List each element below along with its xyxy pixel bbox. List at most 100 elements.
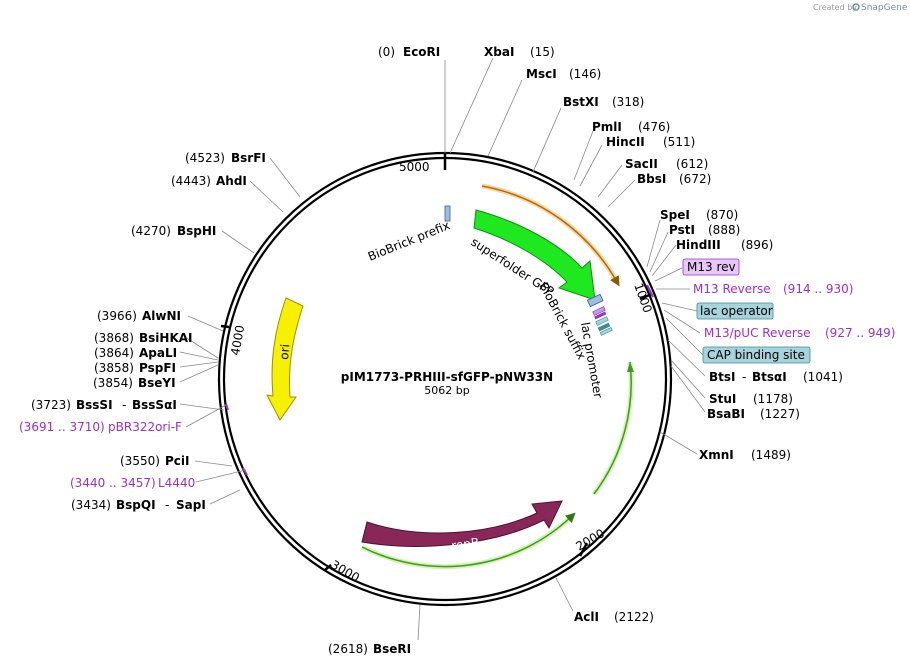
site-btsi[interactable]: BtsI [709,370,736,384]
primer-pbr322ori-f[interactable]: pBR322ori-F [108,420,182,434]
site-bsihkai[interactable]: BsiHKAI [139,331,193,345]
site-bsrfi-pos: (4523) [185,151,225,165]
site-bstxi[interactable]: BstXI [563,95,599,109]
site-bspqi[interactable]: BspQI [116,498,156,512]
plasmid-name: pIM1773-PRHIII-sfGFP-pNW33N [341,370,553,384]
biobrick-prefix-label: BioBrick prefix [366,218,452,264]
site-beseri-pos: (2618) [328,642,368,656]
site-hincii-pos: (511) [663,135,695,149]
site-bsssi-dash: - [122,398,126,412]
site-bspqi-dash: - [165,498,169,512]
site-bsrfi[interactable]: BsrFI [231,151,266,165]
primer-l4440[interactable]: L4440 [158,476,195,490]
primer-pbr322ori-f-range: (3691 .. 3710) [19,420,105,434]
site-hincii[interactable]: HincII [606,135,645,149]
site-ahdi-pos: (4443) [171,174,211,188]
tick-3000 [324,564,332,571]
site-pmli-pos: (476) [638,120,670,134]
ori-arrow[interactable] [266,297,304,421]
site-pspfi[interactable]: PspFI [139,361,176,375]
repb-track-line-bottom [361,512,576,568]
site-psti[interactable]: PstI [669,223,695,237]
tick-label-2000: 2000 [574,526,607,553]
site-bsihkai-pos: (3868) [94,331,134,345]
site-apali[interactable]: ApaLI [139,346,177,360]
site-bseyi-pos: (3854) [93,376,133,390]
primer-mark-block [594,311,607,320]
site-stui-pos: (1178) [753,392,793,406]
site-bseyi[interactable]: BseYI [138,376,176,390]
tick-4000 [220,324,230,329]
m13-rev-box[interactable] [682,258,740,276]
site-sapi[interactable]: SapI [176,498,206,512]
site-pcii[interactable]: PciI [165,454,190,468]
cap-site-block[interactable] [599,327,613,336]
m13-rev-block[interactable] [592,306,606,316]
site-bsssai[interactable]: BssSαI [132,398,177,412]
tick-1000 [639,292,653,301]
site-bspqi-pos: (3434) [71,498,111,512]
site-xmni-pos: (1489) [751,448,791,462]
site-bsssi-pos: (3723) [31,398,71,412]
primer-m13-puc-reverse-range: (927 .. 949) [825,326,895,340]
site-hindiii[interactable]: HindIII [676,238,721,252]
repb-track-line-right [593,361,632,495]
site-acli-pos: (2122) [614,610,654,624]
site-alwni[interactable]: AlwNI [142,309,181,323]
site-sacii-pos: (612) [676,157,708,171]
site-btsi-dash: - [742,370,746,384]
site-xmni[interactable]: XmnI [699,448,734,462]
site-bsphi[interactable]: BspHI [177,224,216,238]
lac-operator-block[interactable] [595,316,609,326]
site-bsssi[interactable]: BssSI [76,398,113,412]
site-alwni-pos: (3966) [97,309,137,323]
lac-operator-label: lac operator [700,304,773,318]
tick-label-4000: 4000 [228,324,247,357]
site-btsi-pos: (1041) [803,370,843,384]
site-spei[interactable]: SpeI [660,208,690,222]
m13-rev-label: M13 rev [687,260,736,274]
site-msci[interactable]: MscI [526,67,557,81]
site-pspfi-pos: (3858) [94,361,134,375]
site-psti-pos: (888) [708,223,740,237]
site-beseri[interactable]: BseRI [373,642,411,656]
repb-label: repB [450,535,480,553]
tick-label-5000: 5000 [399,160,430,174]
site-btsai[interactable]: BtsαI [752,370,787,384]
biobrick-prefix-block[interactable] [444,205,451,222]
site-acli[interactable]: AclI [574,610,599,624]
site-bsabi[interactable]: BsaBI [707,407,745,421]
leader-lines [179,57,706,641]
cap-binding-site-box[interactable] [702,346,811,364]
snapgene-logo-icon [852,3,860,11]
l4440-primer-mark [242,467,248,476]
snapgene-credit: Created by SnapGene [813,3,908,13]
repb-track-arrow-icon [627,362,634,372]
site-msci-pos: (146) [569,67,601,81]
primer-m13-puc-reverse[interactable]: M13/pUC Reverse [704,326,811,340]
site-bbsi[interactable]: BbsI [637,172,666,186]
site-bsphi-pos: (4270) [131,224,171,238]
tick-2000 [578,542,589,557]
site-xbai-pos: (15) [530,45,555,59]
site-xbai[interactable]: XbaI [484,45,514,59]
gfp-track-line [481,185,620,287]
credit-prefix: Created by [813,3,857,12]
site-sacii[interactable]: SacII [625,157,658,171]
ori-label: ori [277,343,292,360]
site-spei-pos: (870) [706,208,738,222]
cap-binding-site-label: CAP binding site [707,348,805,362]
primer-m13-reverse[interactable]: M13 Reverse [693,282,771,296]
site-bstxi-pos: (318) [612,95,644,109]
primer-l4440-range: (3440 .. 3457) [70,476,156,490]
site-pmli[interactable]: PmlI [592,120,622,134]
repb-arrow[interactable] [361,500,563,547]
site-stui[interactable]: StuI [709,392,736,406]
site-ecori[interactable]: EcoRI [403,45,440,59]
biobrick-suffix-block[interactable] [586,293,604,308]
lac-promoter-block[interactable] [597,322,611,332]
site-hindiii-pos: (896) [741,238,773,252]
site-ahdi[interactable]: AhdI [216,174,247,188]
lac-operator-box[interactable] [696,302,774,320]
